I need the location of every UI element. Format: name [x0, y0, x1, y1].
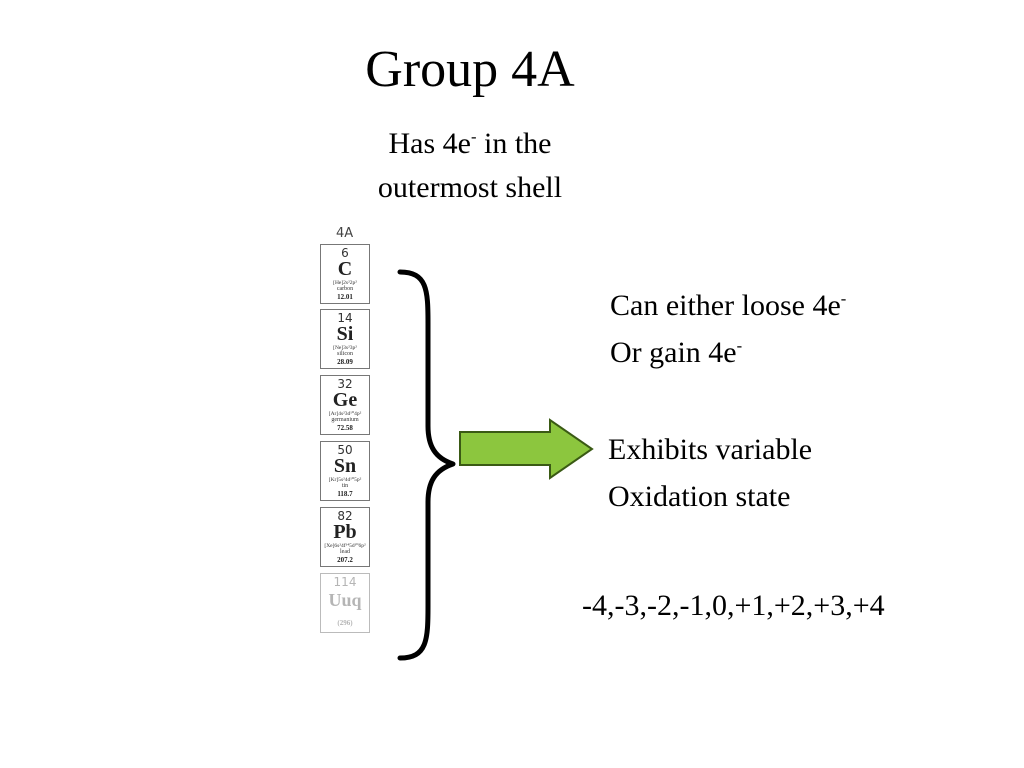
atomic-number: 14: [337, 311, 353, 325]
atomic-mass: 12.01: [337, 293, 353, 301]
atomic-mass: (296): [337, 619, 353, 627]
element-name: lead: [340, 549, 350, 555]
element-symbol: Pb: [333, 521, 357, 543]
subtitle-line-1-text: Has 4e: [388, 127, 471, 160]
atomic-number: 114: [333, 575, 357, 589]
curly-brace-icon: [397, 269, 456, 661]
atomic-number: 50: [337, 443, 353, 457]
atomic-mass: 207.2: [337, 556, 353, 564]
element-name: silicon: [337, 351, 353, 357]
element-symbol: Uuq: [328, 590, 362, 610]
electron-configuration: [Ne]3s²3p²: [333, 345, 357, 351]
element-name: germanium: [331, 417, 359, 423]
variable-line-1: Exhibits variable: [608, 433, 813, 466]
electron-configuration: [Ar]4s²3d¹⁰4p²: [328, 411, 362, 417]
loose-electrons-text: Can either loose 4e: [610, 289, 841, 322]
variable-line-2: Oxidation state: [608, 480, 791, 513]
electron-charge-superscript: -: [736, 336, 743, 355]
variable-oxidation-text: Exhibits variable Oxidation state: [608, 426, 812, 520]
element-symbol: Sn: [333, 455, 357, 477]
element-tile-carbon: 6 C [He]2s²2p² carbon 12.01: [320, 244, 370, 304]
atomic-mass: 118.7: [337, 490, 353, 498]
right-arrow-icon: [459, 418, 594, 480]
electron-configuration: [Xe]6s²4f¹⁴5d¹⁰6p²: [324, 543, 366, 549]
group-label: 4A: [336, 226, 354, 241]
oxidation-states-list: -4,-3,-2,-1,0,+1,+2,+3,+4: [582, 589, 885, 622]
element-tile-lead: 82 Pb [Xe]6s²4f¹⁴5d¹⁰6p² lead 207.2: [320, 507, 370, 567]
gain-electrons-text: Or gain 4e: [610, 336, 737, 369]
element-symbol: Ge: [332, 389, 358, 411]
element-symbol: C: [337, 258, 353, 280]
electron-configuration: [Kr]5s²4d¹⁰5p²: [328, 477, 362, 483]
element-tile-ununquadium: 114 Uuq (296): [320, 573, 370, 633]
atomic-mass: 72.58: [337, 424, 353, 432]
atomic-number: 32: [337, 377, 353, 391]
subtitle-line-2: outermost shell: [377, 171, 563, 204]
electron-charge-superscript: -: [470, 127, 477, 146]
element-name: carbon: [336, 286, 354, 292]
atomic-number: 82: [337, 509, 353, 523]
element-symbol: Si: [336, 323, 354, 345]
subtitle-line-1-tail: in the: [476, 127, 552, 160]
element-tile-tin: 50 Sn [Kr]5s²4d¹⁰5p² tin 118.7: [320, 441, 370, 501]
loose-electrons-line: Can either loose 4e-: [610, 282, 846, 329]
element-tile-silicon: 14 Si [Ne]3s²3p² silicon 28.09: [320, 309, 370, 369]
gain-electrons-line: Or gain 4e-: [610, 329, 846, 376]
gain-loss-text: Can either loose 4e- Or gain 4e-: [610, 282, 846, 376]
element-name: tin: [341, 483, 349, 489]
slide-title: Group 4A: [365, 41, 575, 98]
atomic-number: 6: [341, 246, 349, 260]
slide-subtitle: Has 4e- in the outermost shell: [0, 122, 940, 210]
element-tile-germanium: 32 Ge [Ar]4s²3d¹⁰4p² germanium 72.58: [320, 375, 370, 435]
atomic-mass: 28.09: [337, 358, 353, 366]
electron-configuration: [He]2s²2p²: [333, 280, 357, 286]
subtitle-line-1: Has 4e- in the: [0, 122, 940, 166]
electron-charge-superscript: -: [840, 289, 847, 308]
